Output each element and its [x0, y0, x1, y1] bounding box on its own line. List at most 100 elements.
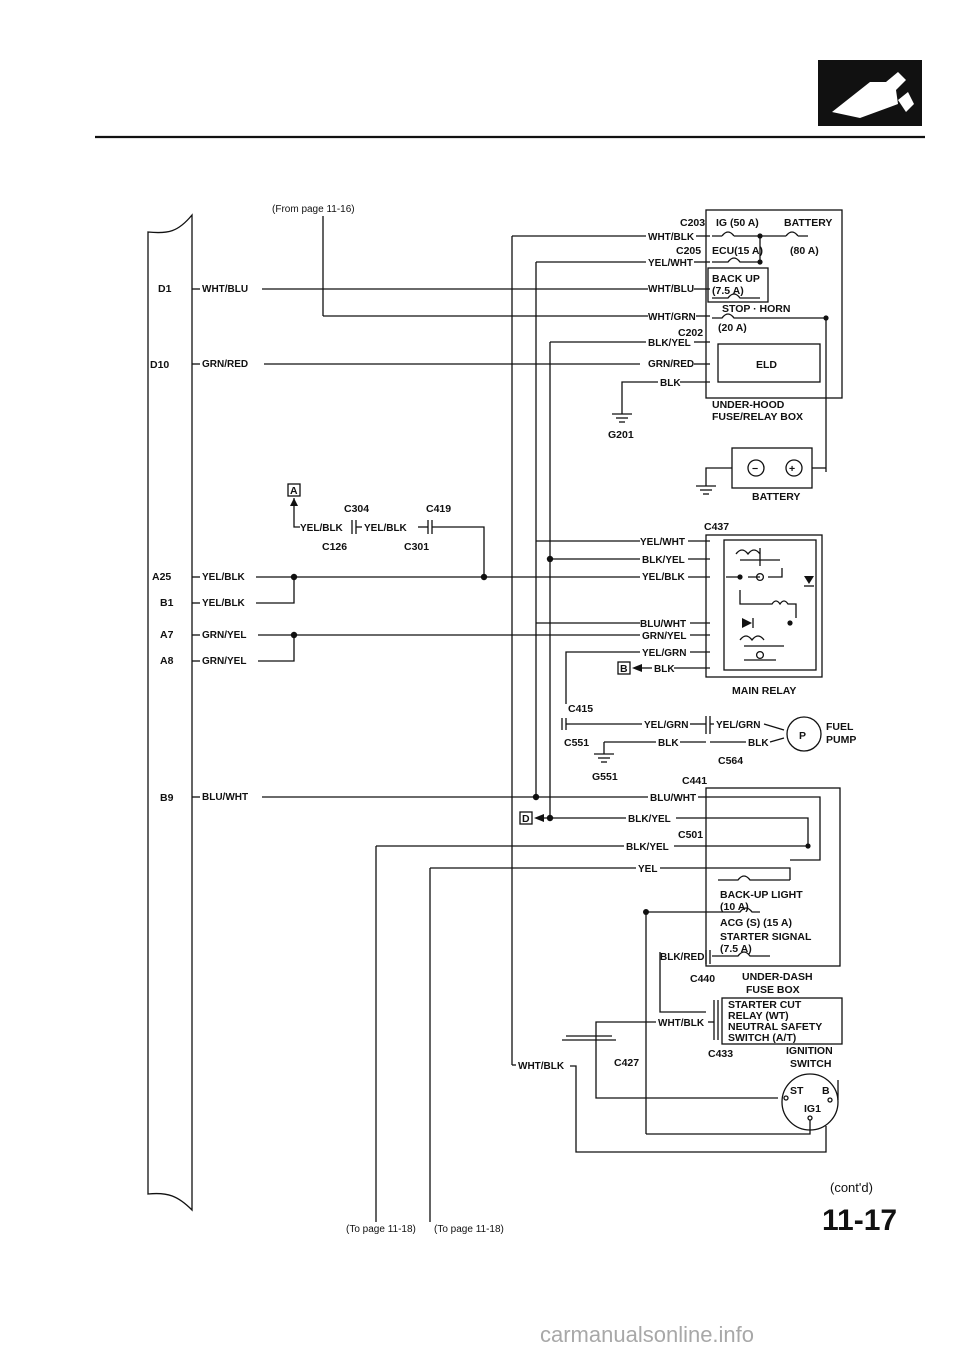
connector-c427: C427 — [614, 1057, 639, 1069]
to-page-ref-2: (To page 11-18) — [434, 1224, 504, 1235]
connector-c203: C203 — [680, 217, 705, 229]
main-relay-label: MAIN RELAY — [732, 685, 796, 697]
eld-label: ELD — [756, 359, 777, 371]
connector-c440: C440 — [690, 973, 715, 985]
under-hood-fuse-box — [705, 209, 843, 399]
fuel-pump-wire-1: YEL/GRN — [644, 720, 688, 731]
c304-wire-2: YEL/BLK — [364, 523, 408, 534]
fuse-backup-light-amp: (10 A) — [720, 901, 749, 913]
underdash-name-2: FUSE BOX — [746, 984, 800, 996]
starter-cut-l2: RELAY (WT) — [728, 1010, 789, 1022]
svg-text:B: B — [620, 663, 628, 675]
relay-wire-bluwht: BLU/WHT — [640, 619, 686, 630]
connector-c433: C433 — [708, 1048, 733, 1060]
svg-text:D: D — [522, 813, 530, 825]
fuse-ecu: ECU(15 A) — [712, 245, 763, 257]
ignition-label-1: IGNITION — [786, 1045, 833, 1057]
battery-ground-symbol — [696, 485, 716, 495]
fuse-battery: BATTERY — [784, 217, 832, 229]
main-relay-box — [705, 534, 823, 678]
connector-c501: C501 — [678, 829, 703, 841]
ecm-pin-d10: D10 — [150, 359, 169, 371]
page-number: 11-17 — [822, 1204, 898, 1237]
fusebox-wire-4: WHT/GRN — [648, 312, 696, 323]
battery-box — [731, 447, 813, 489]
fusebox-name-1: UNDER-HOOD — [712, 399, 785, 411]
fusebox-wire-3: WHT/BLU — [648, 284, 694, 295]
ecm-pin-a8: A8 — [160, 655, 174, 667]
fuse-stop-horn-amp: (20 A) — [718, 322, 747, 334]
fuel-pump-label-1: FUEL — [826, 721, 854, 733]
relay-wire-grnyel: GRN/YEL — [642, 631, 686, 642]
ignition-b: B — [822, 1085, 830, 1097]
underdash-name-1: UNDER-DASH — [742, 971, 813, 983]
battery-label: BATTERY — [752, 491, 800, 503]
ground-g201-symbol — [612, 413, 632, 423]
connector-c301: C301 — [404, 541, 429, 553]
wire-b9: BLU/WHT — [202, 792, 248, 803]
connector-c304: C304 — [344, 503, 369, 515]
marker-a: A — [287, 483, 301, 497]
c304-wire-1: YEL/BLK — [300, 523, 344, 534]
marker-b: B — [617, 661, 631, 675]
fuse-battery-amp: (80 A) — [790, 245, 819, 257]
ground-g551-symbol — [594, 742, 614, 763]
ecm-pin-d1: D1 — [158, 283, 172, 295]
watermark: carmanualsonline.info — [540, 1322, 755, 1347]
starter-cut-l3: NEUTRAL SAFETY — [728, 1021, 822, 1033]
fuel-pump-symbol: P — [799, 730, 806, 742]
fuse-acg: ACG (S) (15 A) — [720, 917, 792, 929]
fusebox-wire-2: YEL/WHT — [648, 258, 693, 269]
fuse-backup-amp: (7.5 A) — [712, 285, 744, 297]
connector-c551: C551 — [564, 737, 589, 749]
connector-c126: C126 — [322, 541, 347, 553]
ground-g551: G551 — [592, 771, 618, 783]
underdash-wire-1: BLU/WHT — [650, 793, 696, 804]
fuse-backup: BACK UP — [712, 273, 760, 285]
connector-c437: C437 — [704, 521, 729, 533]
fuel-injector-icon — [818, 60, 922, 126]
relay-wire-yelwht: YEL/WHT — [640, 537, 685, 548]
connector-c441: C441 — [682, 775, 707, 787]
starter-cut-wire-out: WHT/BLK — [658, 1018, 705, 1029]
battery-neg: − — [752, 463, 758, 475]
wire-a25: YEL/BLK — [202, 572, 246, 583]
under-dash-fuse-box — [705, 787, 841, 967]
wire-d1: WHT/BLU — [202, 284, 248, 295]
ground-g201: G201 — [608, 429, 634, 441]
fuel-pump-wire-4: BLK — [748, 738, 769, 749]
fusebox-wire-7: BLK — [660, 378, 681, 389]
fuse-stop-horn: STOP · HORN — [722, 303, 790, 315]
underdash-wire-4: YEL — [638, 864, 657, 875]
fuel-pump-wire-2: BLK — [658, 738, 679, 749]
fuse-ig: IG (50 A) — [716, 217, 759, 229]
relay-wire-blkyel: BLK/YEL — [642, 555, 685, 566]
connector-c419: C419 — [426, 503, 451, 515]
ignition-label-2: SWITCH — [790, 1058, 831, 1070]
starter-cut-wire-in: WHT/BLK — [518, 1061, 565, 1072]
wire-a7: GRN/YEL — [202, 630, 246, 641]
ignition-st: ST — [790, 1085, 804, 1097]
ignition-ig1: IG1 — [804, 1103, 821, 1115]
fusebox-name-2: FUSE/RELAY BOX — [712, 411, 803, 423]
connector-c202: C202 — [678, 327, 703, 339]
fusebox-wire-5: BLK/YEL — [648, 338, 691, 349]
underdash-wire-2: BLK/YEL — [628, 814, 671, 825]
from-page-ref: (From page 11-16) — [272, 204, 355, 215]
fuel-pump-motor — [786, 716, 822, 752]
underdash-wire-3: BLK/YEL — [626, 842, 669, 853]
battery-pos: + — [789, 463, 795, 475]
relay-wire-blk: BLK — [654, 664, 675, 675]
wire-a8: GRN/YEL — [202, 656, 246, 667]
relay-wire-yelgrn: YEL/GRN — [642, 648, 686, 659]
marker-d: D — [519, 811, 533, 825]
continued-label: (cont'd) — [830, 1180, 873, 1195]
connector-c205: C205 — [676, 245, 701, 257]
ecm-pin-a7: A7 — [160, 629, 174, 641]
wire-d10: GRN/RED — [202, 359, 248, 370]
ecm-outline — [147, 213, 193, 1212]
ecm-pin-b9: B9 — [160, 792, 174, 804]
starter-cut-l1: STARTER CUT — [728, 999, 802, 1011]
connector-c564: C564 — [718, 755, 743, 767]
